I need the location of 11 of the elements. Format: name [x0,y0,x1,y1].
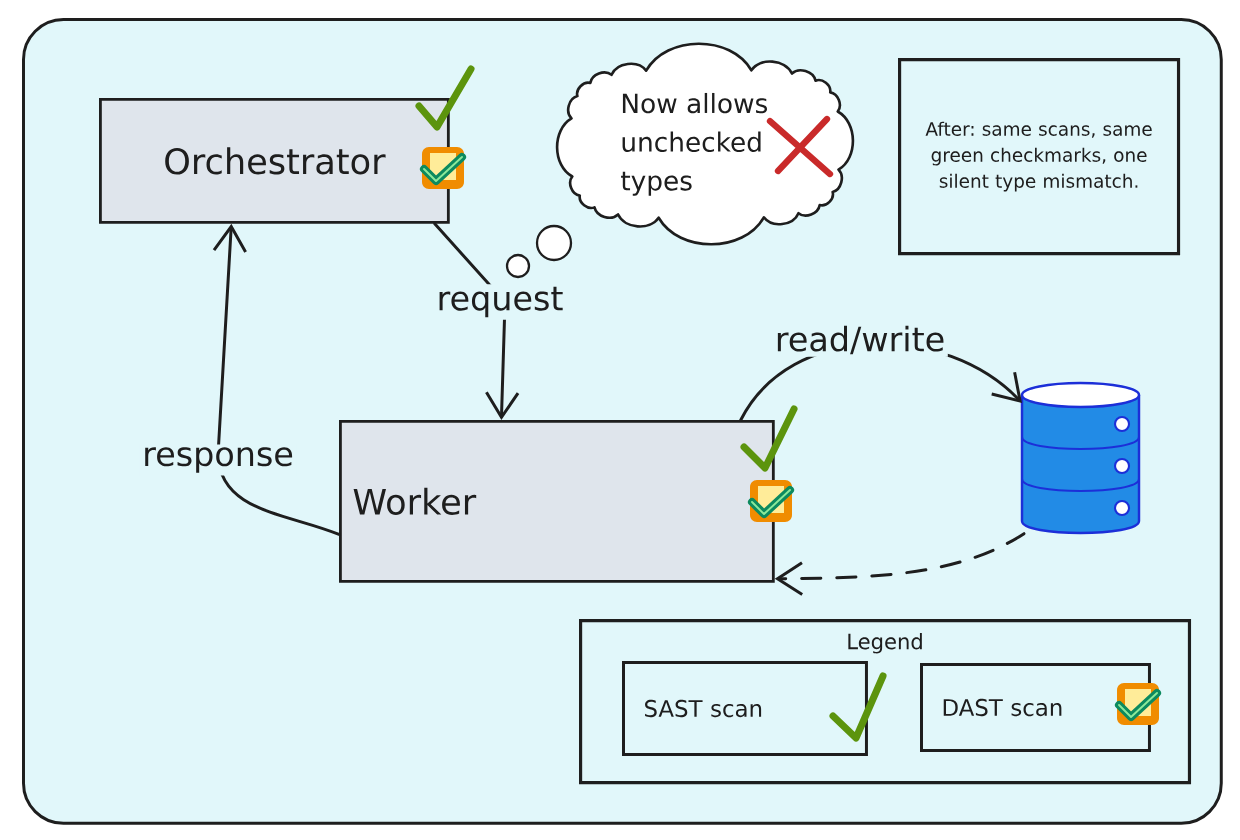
note-box: After: same scans, same green checkmarks, one silent type mismatch. [898,58,1181,256]
dashed-arrow [774,532,1026,596]
legend-entry: DAST scan [920,663,1151,752]
process-box: Worker [339,420,775,583]
edge-label: read/write [772,323,948,357]
process-box: Orchestrator [99,98,450,224]
thought-cloud: Now allows unchecked types [555,42,855,246]
arrow [212,223,341,536]
edge-label: request [433,284,567,320]
legend-entry: SAST scan [622,661,868,756]
edge-label: response [139,444,297,476]
